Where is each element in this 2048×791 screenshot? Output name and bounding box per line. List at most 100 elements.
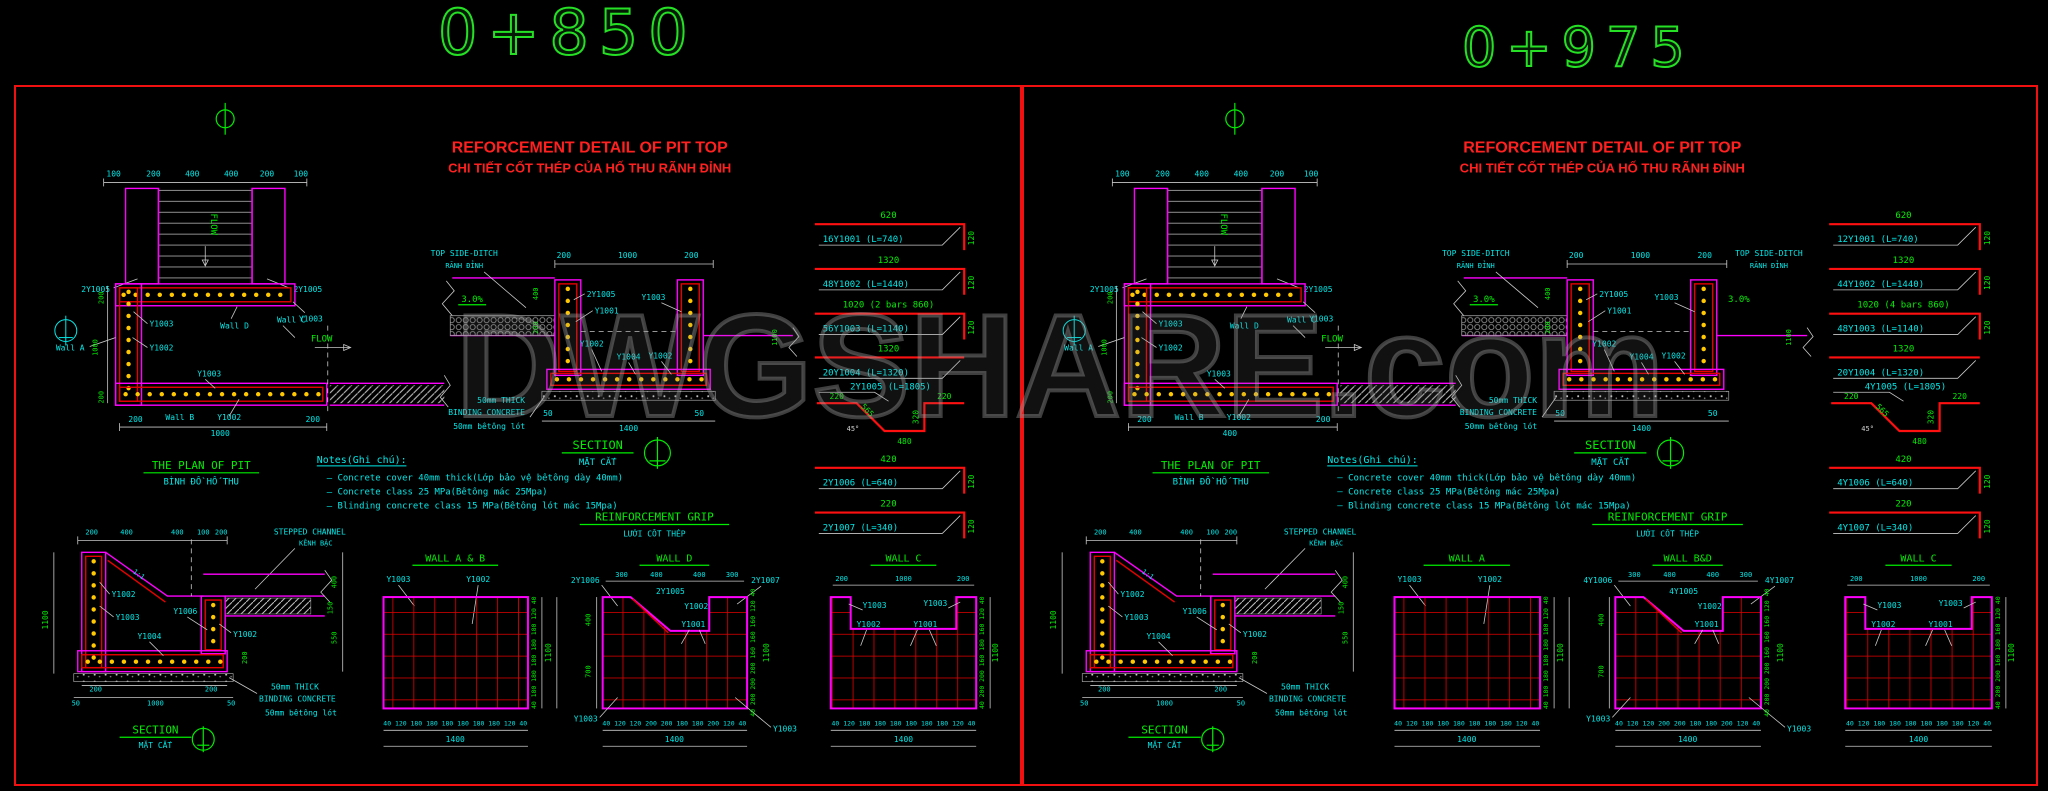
station-label-right: 0+975 xyxy=(1461,15,1695,80)
section-dim: 50 xyxy=(1708,409,1718,418)
rebar-label: 2Y1005 xyxy=(1090,285,1119,294)
stepped-channel-label-en: STEPPED CHANNEL xyxy=(274,527,346,536)
bar-dim: 565 xyxy=(1874,402,1891,419)
plan-heading-vi: BÌNH ĐỒ HỐ THU xyxy=(1173,476,1249,488)
rebar-label: Y1001 xyxy=(681,620,705,629)
plan-dim: 400 xyxy=(224,169,239,178)
slope-label-right: 3.0% xyxy=(1728,295,1750,305)
wall-label: Wall B xyxy=(165,413,194,422)
wall-label: Wall D xyxy=(1230,322,1259,331)
stepped-section: 200 400 400 100 200 STEPPED CHANNEL KÊNH… xyxy=(41,527,346,753)
bar-leg: 120 xyxy=(1983,276,1992,291)
wall-title: WALL C xyxy=(885,553,921,564)
section-marker-icon xyxy=(643,436,671,469)
rebar-label: Y1003 xyxy=(299,315,323,324)
wall-side-dims: 40 180 180 180 180 180 120 40 xyxy=(530,596,538,709)
wall-title: WALL B&D xyxy=(1663,553,1711,564)
blinding-note: BINDING CONCRETE xyxy=(1460,408,1537,417)
section-marker-icon xyxy=(54,315,78,346)
wall-side-dims: 40 180 180 180 180 180 120 40 xyxy=(1542,596,1550,709)
plan-dim: 100 xyxy=(1115,170,1130,179)
bar-dim: 480 xyxy=(897,437,912,446)
bar-dim: 1320 xyxy=(1893,345,1915,355)
bar-dim: 620 xyxy=(1895,211,1911,221)
plan-heading-en: THE PLAN OF PIT xyxy=(1161,459,1261,472)
section-marker-icon xyxy=(191,726,215,753)
bar-label: 20Y1004 (L=1320) xyxy=(823,368,909,378)
rebar-label: Y1003 xyxy=(863,601,887,610)
bar-label: 48Y1002 (L=1440) xyxy=(823,280,909,290)
bar-leg: 120 xyxy=(967,519,976,534)
wall-side-total: 1100 xyxy=(1776,643,1785,662)
stepped-dim: 1000 xyxy=(147,699,164,707)
wall-grid-bd: WALL B&D 300 400 400 300 4Y1006 4Y1007 4… xyxy=(1583,553,1811,747)
plan-dim: 200 xyxy=(306,415,321,424)
grip-heading: REINFORCEMENT GRIP LƯỚI CỐT THÉP xyxy=(579,511,730,538)
bar-dim: 1020 (2 bars 860) xyxy=(843,301,935,311)
stepped-dim: 1100 xyxy=(1049,610,1058,629)
rebar-label: 2Y1005 xyxy=(293,285,322,294)
note-item: – Blinding concrete class 15 MPa(Bêtông … xyxy=(327,501,618,512)
wall-title: WALL A & B xyxy=(425,553,485,564)
plan-dim: 200 xyxy=(260,169,275,178)
wall-label: Wall C xyxy=(1287,316,1316,325)
stepped-dim: 1100 xyxy=(41,610,50,629)
stepped-dim: 50 xyxy=(1237,699,1245,707)
wall-side-total: 1100 xyxy=(544,643,553,662)
rebar-label: 2Y1006 xyxy=(571,576,600,585)
panel-title-vi: CHI TIẾT CỐT THÉP CỦA HỐ THU RÃNH ĐỈNH xyxy=(448,161,731,176)
slope-label: 3.0% xyxy=(461,295,483,305)
drawing-panel: REFORCEMENT DETAIL OF PIT TOP CHI TIẾT C… xyxy=(1022,85,2038,786)
bar-dim: 320 xyxy=(1927,410,1936,425)
rebar-label: Y1004 xyxy=(1146,632,1170,641)
section-dim: 200 xyxy=(684,251,699,260)
rebar-label: Y1002 xyxy=(857,620,881,629)
blinding-note: BINDING CONCRETE xyxy=(448,408,525,417)
rebar-label: Y1003 xyxy=(197,369,221,378)
plan-heading-vi: BÌNH ĐỒ HỐ THU xyxy=(164,476,239,488)
plan-dim: 100 xyxy=(1304,170,1319,179)
ditch-label-vi-right: RÃNH ĐỈNH xyxy=(1750,261,1788,270)
notes: Notes(Ghi chú): – Concrete cover 40mm th… xyxy=(317,454,623,512)
wall-side-total: 1100 xyxy=(762,643,771,662)
section-marker-icon xyxy=(1062,315,1086,346)
stepped-dim: 200 xyxy=(1214,686,1227,694)
rebar-label: Y1002 xyxy=(1227,413,1251,422)
stepped-dim: 50 xyxy=(72,699,80,707)
rebar-label: Y1004 xyxy=(1629,352,1653,361)
bar-dim: 1320 xyxy=(1893,256,1915,266)
plan-dim: 1000 xyxy=(92,339,100,356)
stepped-dim: 550 xyxy=(1341,632,1349,645)
section-dim: 1000 xyxy=(618,251,637,260)
plan-dim: 200 xyxy=(98,391,106,404)
panel-title: REFORCEMENT DETAIL OF PIT TOP CHI TIẾT C… xyxy=(1460,140,1745,176)
wall-dim: 300 xyxy=(1628,571,1641,579)
rebar-label: Y1002 xyxy=(1592,340,1616,349)
blinding-note: 50mm THICK xyxy=(1489,396,1537,405)
flow-label: FLOW xyxy=(1218,213,1228,235)
bar-leg: 120 xyxy=(1983,320,1992,335)
wall-bottom-dims: 40 120 180 180 180 180 180 180 120 40 xyxy=(1394,719,1539,727)
stepped-dim: 200 xyxy=(85,528,98,536)
stepped-heading-en: SECTION xyxy=(132,723,178,736)
rebar-label: 2Y1005 xyxy=(81,285,110,294)
rebar-label: Y1003 xyxy=(1207,369,1231,378)
wall-dim: 400 xyxy=(1663,571,1676,579)
bar-schedule: 620 120 16Y1001 (L=740) 1320 120 48Y1002… xyxy=(814,211,976,539)
bar-dim: 220 xyxy=(830,392,845,401)
wall-grid-c: WALL C 200 1000 200 Y1003 Y1003 Y1002 Y1… xyxy=(829,553,1000,747)
bar-label: 56Y1003 (L=1140) xyxy=(823,325,909,335)
bar-dim: 480 xyxy=(1912,437,1927,446)
wall-dim: 200 xyxy=(957,575,970,583)
stepped-dim: 200 xyxy=(1251,651,1259,664)
stepped-heading-vi: MẶT CẮT xyxy=(1148,739,1182,750)
rebar-label: Y1003 xyxy=(1159,320,1183,329)
blinding-note: 50mm bêtông lót xyxy=(265,707,337,717)
blinding-note: 50mm bêtông lót xyxy=(453,421,525,431)
datum-symbol-icon xyxy=(215,102,235,135)
wall-bottom-total: 1400 xyxy=(665,735,684,744)
wall-dim: 200 xyxy=(835,575,848,583)
panel-title-en: REFORCEMENT DETAIL OF PIT TOP xyxy=(452,140,728,157)
grip-heading-vi: LƯỚI CỐT THÉP xyxy=(623,527,686,538)
section-marker-icon xyxy=(1201,726,1225,753)
